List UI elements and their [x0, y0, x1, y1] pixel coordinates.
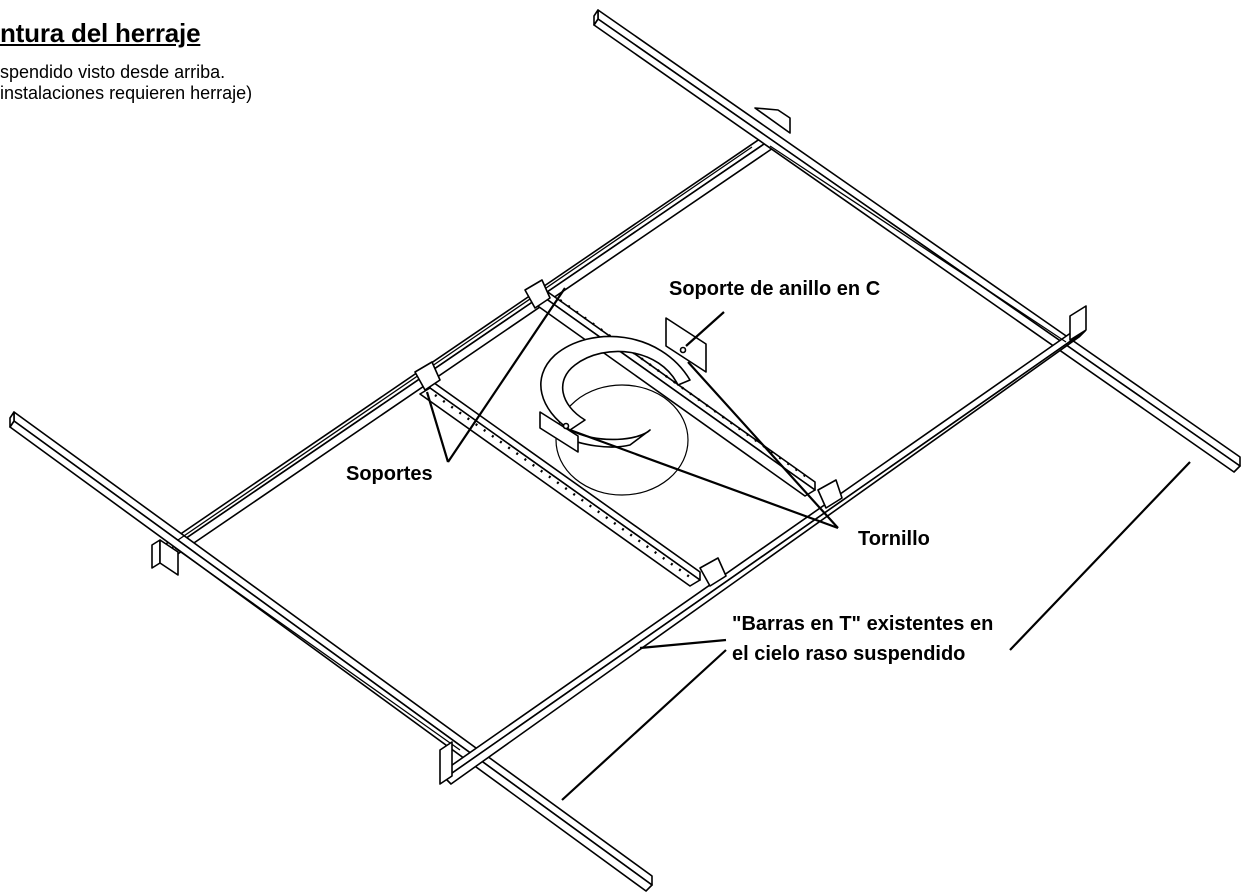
- subtitle-line-1: spendido visto desde arriba.: [0, 62, 226, 82]
- callout-leaders: [425, 287, 1191, 801]
- page-title: ntura del herraje: [0, 18, 201, 48]
- main-tee-lower: [9, 411, 653, 892]
- speaker-cutout: [555, 384, 689, 496]
- label-supports: Soportes: [346, 463, 433, 485]
- label-c-ring-bracket: Soporte de anillo en C: [669, 278, 880, 300]
- page-subtitle: spendido visto desde arriba. instalacion…: [0, 62, 252, 104]
- support-bar-right: [524, 279, 843, 509]
- label-screw: Tornillo: [858, 528, 930, 550]
- tee-end-clips: [151, 305, 1087, 785]
- ceiling-tile-outline: [174, 145, 1067, 751]
- support-bar-left: [414, 361, 727, 587]
- label-tbars-line-1: "Barras en T" existentes en: [732, 613, 993, 635]
- label-tbars-line-2: el cielo raso suspendido: [732, 643, 965, 665]
- main-tee-upper: [593, 9, 1241, 473]
- subtitle-line-2: instalaciones requieren herraje): [0, 83, 253, 103]
